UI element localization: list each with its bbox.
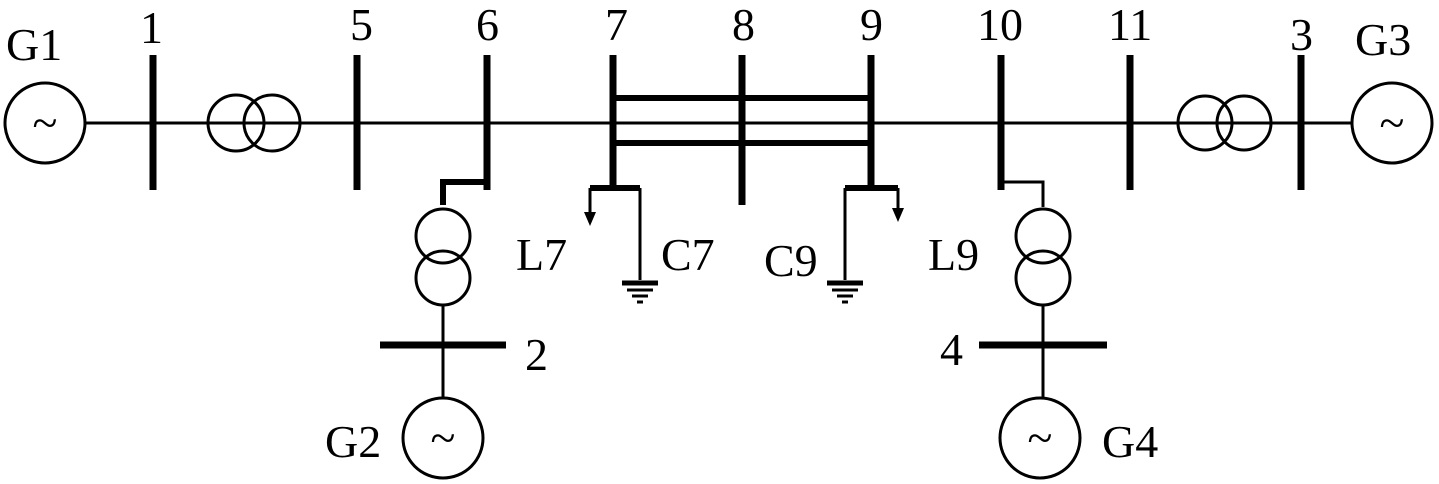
branch-6-to-2	[440, 179, 487, 205]
branch-10-to-4	[1001, 180, 1045, 207]
load-label-l9: L9	[928, 229, 979, 280]
generator-g1: ~	[3, 81, 87, 165]
generator-symbol: ~	[1380, 97, 1405, 148]
bus-label-3: 3	[1290, 9, 1313, 60]
generator-symbol: ~	[33, 97, 58, 148]
bus-label-9: 9	[860, 0, 883, 50]
bus-label-10: 10	[977, 0, 1023, 50]
generator-g2: ~	[401, 396, 485, 480]
generator-icon	[3, 81, 87, 165]
ground-icon	[622, 280, 658, 304]
generator-label-g2: G2	[325, 416, 381, 467]
capacitor-label-c9: C9	[764, 235, 818, 286]
transformer-icon	[414, 207, 472, 307]
load-arrow-icon	[892, 208, 904, 222]
generator-icon	[401, 396, 485, 480]
load-label-l7: L7	[516, 229, 567, 280]
bus-label-7: 7	[605, 0, 628, 50]
capacitor-label-c7: C7	[661, 229, 715, 280]
generator-label-g1: G1	[6, 19, 62, 70]
generator-label-g4: G4	[1102, 416, 1158, 467]
generator-icon	[998, 396, 1082, 480]
transformer-icon	[1176, 94, 1273, 152]
generator-g3: ~	[1350, 81, 1434, 165]
bus-label-4: 4	[940, 324, 963, 375]
bus-label-11: 11	[1108, 0, 1152, 50]
bus-label-8: 8	[732, 0, 755, 50]
bus-label-5: 5	[350, 0, 373, 50]
generator-symbol: ~	[431, 412, 456, 463]
generator-symbol: ~	[1028, 412, 1053, 463]
ground-icon	[827, 280, 863, 304]
generator-g4: ~	[998, 396, 1082, 480]
bus-label-2: 2	[525, 329, 548, 380]
generator-icon	[1350, 81, 1434, 165]
generator-label-g3: G3	[1355, 14, 1411, 65]
transformer-icon	[206, 93, 302, 153]
load-arrow-icon	[584, 212, 596, 226]
bus-label-6: 6	[476, 0, 499, 50]
bus-label-1: 1	[140, 2, 163, 53]
transformer-icon	[1014, 207, 1072, 307]
